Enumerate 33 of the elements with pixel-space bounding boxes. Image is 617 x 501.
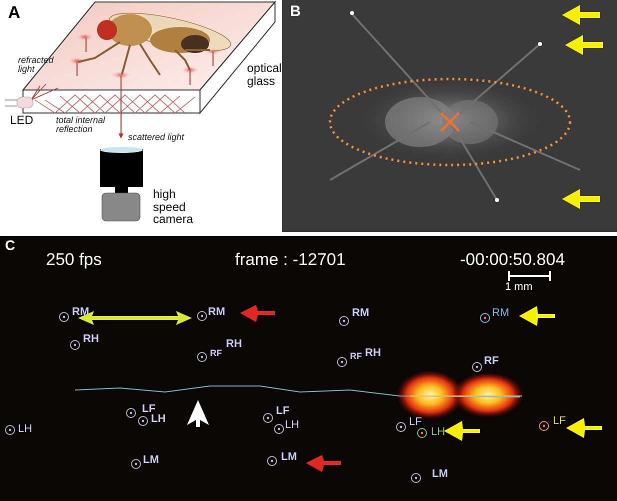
leg-label: RM	[208, 307, 226, 319]
leg-label: LF	[553, 416, 566, 428]
leg-label: LM	[432, 469, 448, 481]
panel-label: A	[8, 4, 20, 22]
leg-label: RH	[83, 334, 99, 346]
leg-label: RF	[350, 352, 362, 362]
leg-label: RM	[492, 308, 510, 320]
leg-label: LF	[276, 406, 290, 418]
annotation: LED	[10, 114, 34, 127]
leg-label: RM	[72, 307, 90, 319]
timestamp-text: -00:00:50.804	[460, 251, 565, 269]
leg-label: LH	[431, 427, 446, 439]
annotation: scattered light	[128, 133, 184, 142]
leg-label: LM	[281, 452, 297, 464]
leg-label: LH	[285, 420, 300, 432]
annotation: total internal reflection	[56, 116, 106, 135]
scale-label: 1 mm	[505, 282, 532, 294]
leg-label: RF	[210, 349, 222, 358]
leg-label: RH	[226, 339, 242, 351]
leg-label: LM	[143, 455, 159, 467]
leg-label: RF	[484, 356, 499, 368]
panel-label: C	[5, 238, 16, 253]
annotation: optical glass	[247, 62, 283, 88]
leg-label: LH	[18, 424, 32, 436]
panel-label: B	[290, 4, 301, 20]
leg-label: RH	[365, 348, 381, 360]
leg-label: LF	[142, 404, 156, 415]
frame-rate-text: 250 fps	[46, 251, 102, 269]
annotation: high speed camera	[153, 188, 194, 226]
leg-label: LH	[151, 414, 166, 426]
leg-label: RM	[352, 308, 370, 320]
leg-label: LF	[409, 417, 422, 429]
frame-number-text: frame : -12701	[235, 251, 346, 269]
